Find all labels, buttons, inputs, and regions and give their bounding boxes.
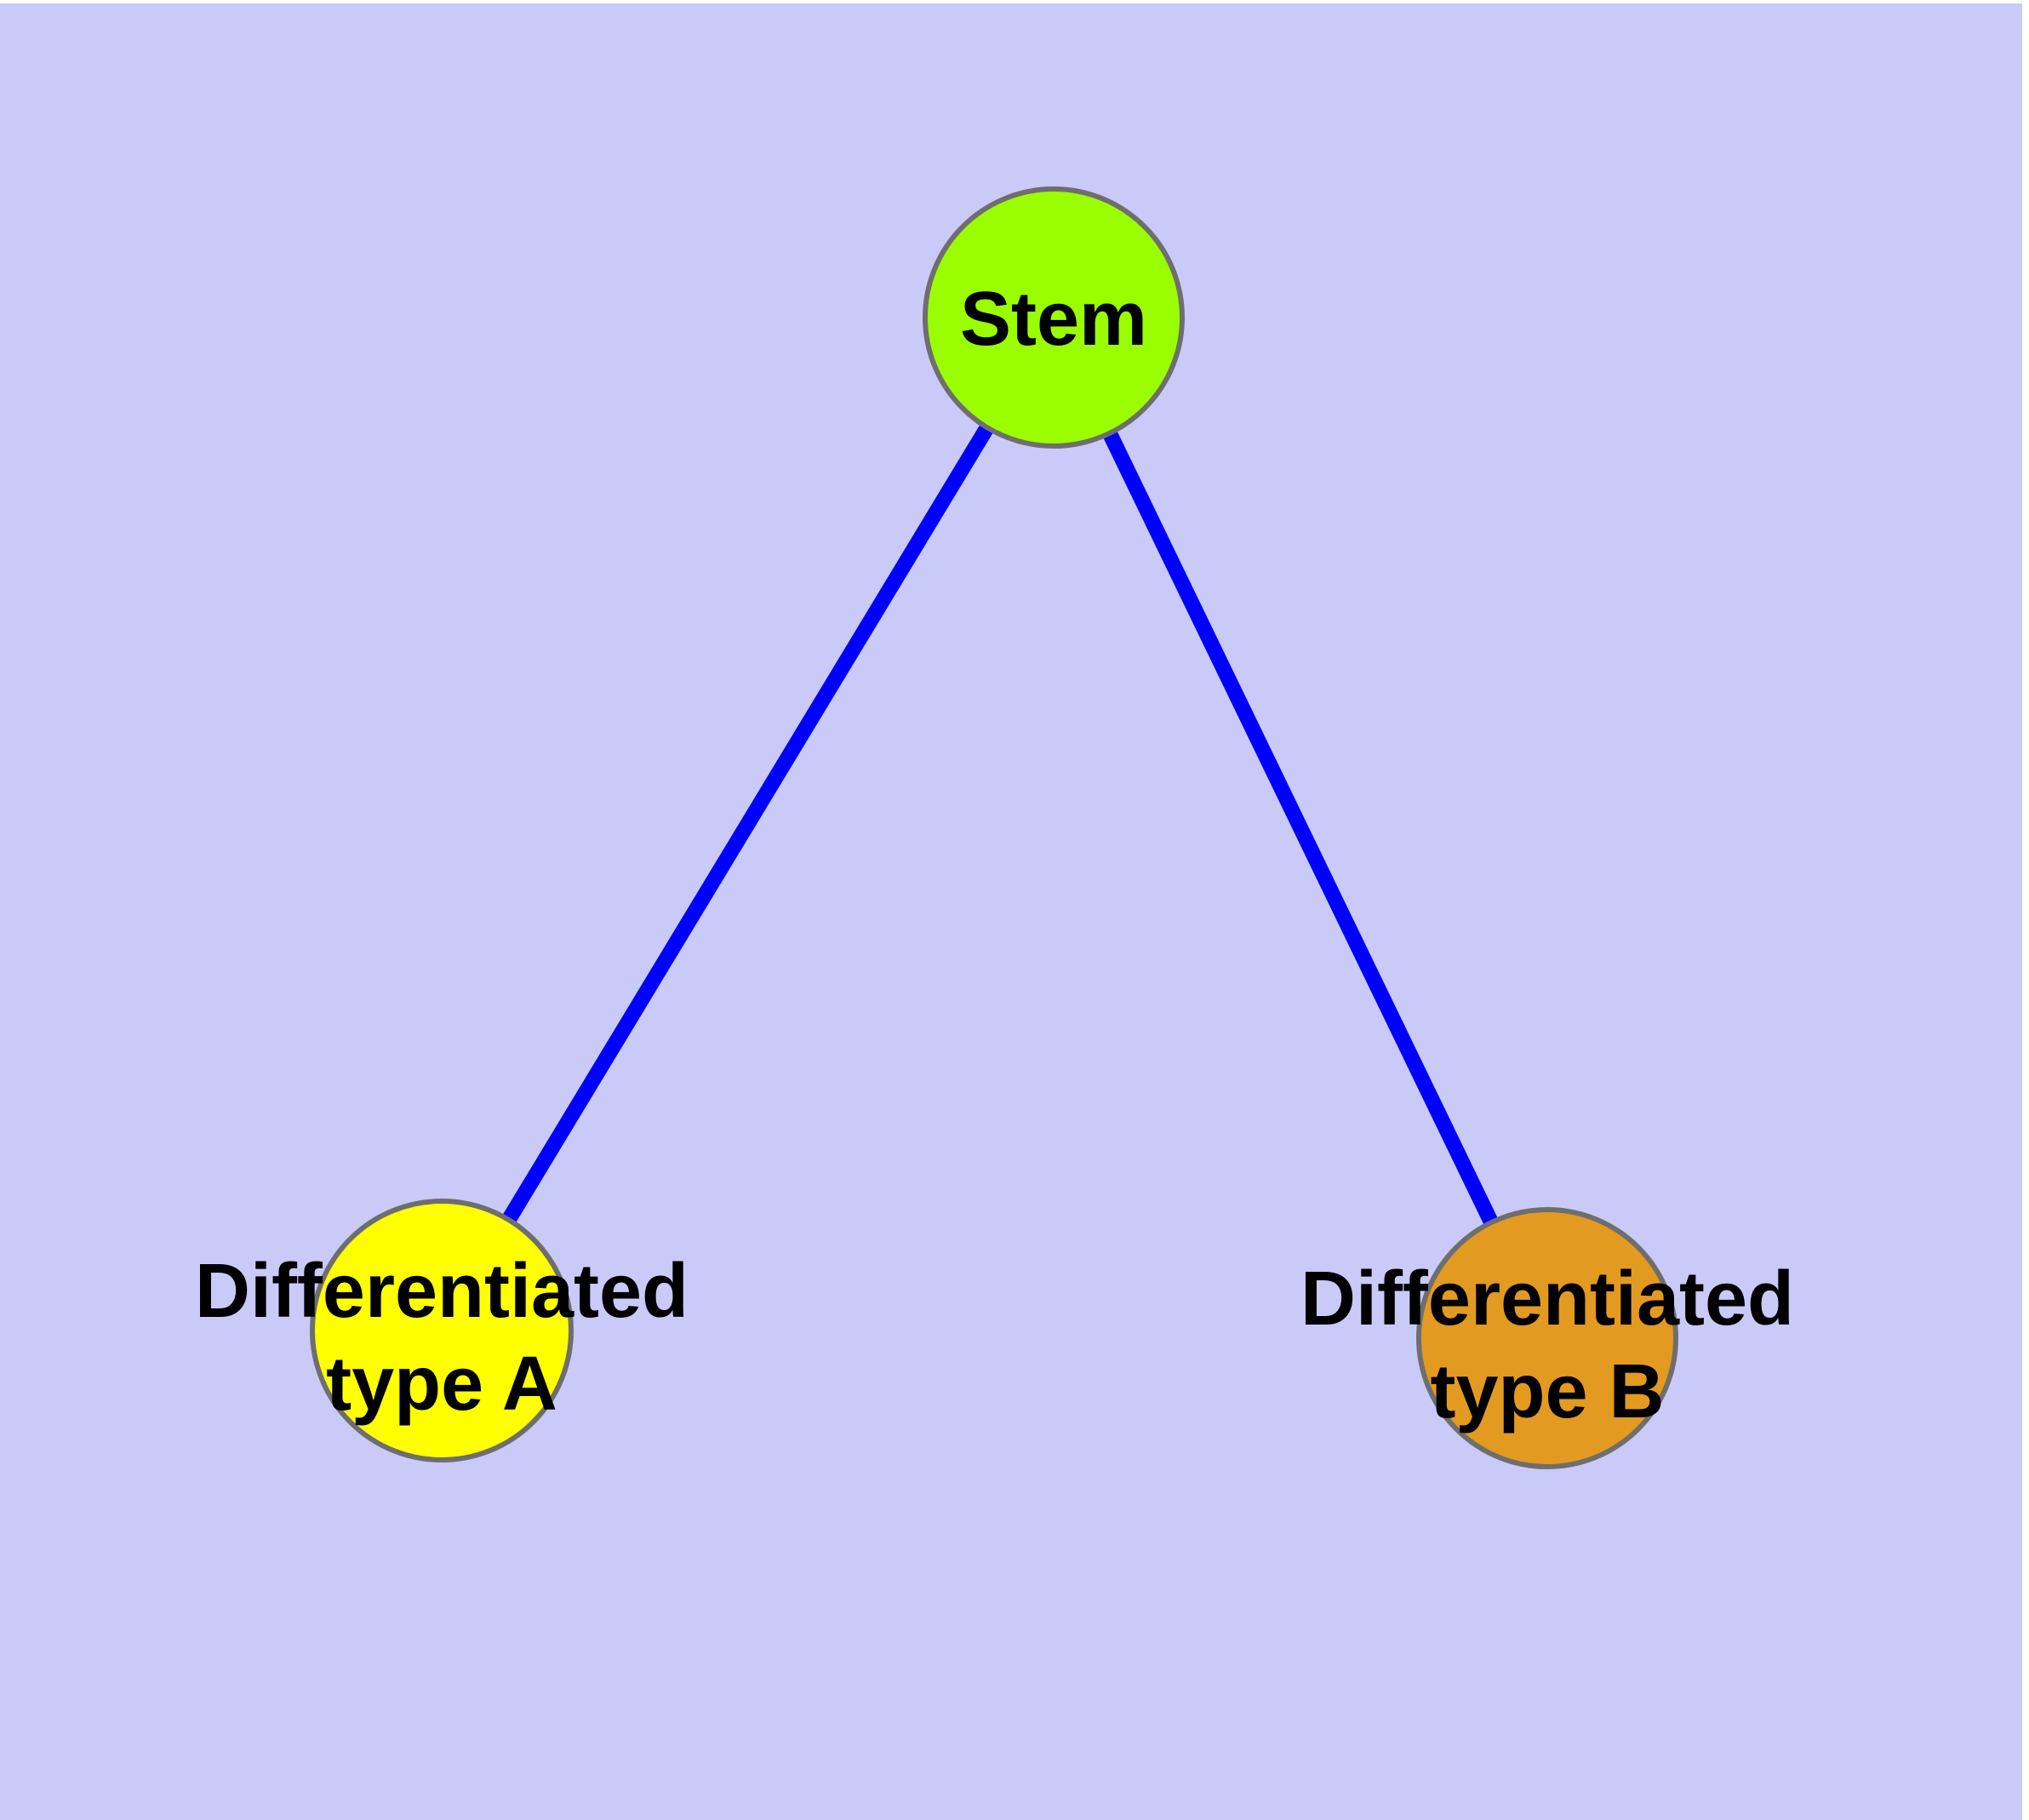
node-stem-label: Stem (960, 277, 1147, 362)
node-type-b-label-line1: Differentiated (1300, 1256, 1794, 1342)
node-type-b-label-line2: type B (1430, 1349, 1664, 1434)
node-stem (923, 186, 1185, 449)
node-differentiated-type-a (310, 1199, 574, 1462)
edge-stem-to-type-a (435, 313, 1060, 1335)
node-type-a-label-line2: type A (326, 1342, 557, 1427)
node-type-a-label-line1: Differentiated (195, 1249, 689, 1334)
node-differentiated-type-b (1416, 1207, 1678, 1469)
edge-stem-to-type-b (1046, 314, 1555, 1342)
